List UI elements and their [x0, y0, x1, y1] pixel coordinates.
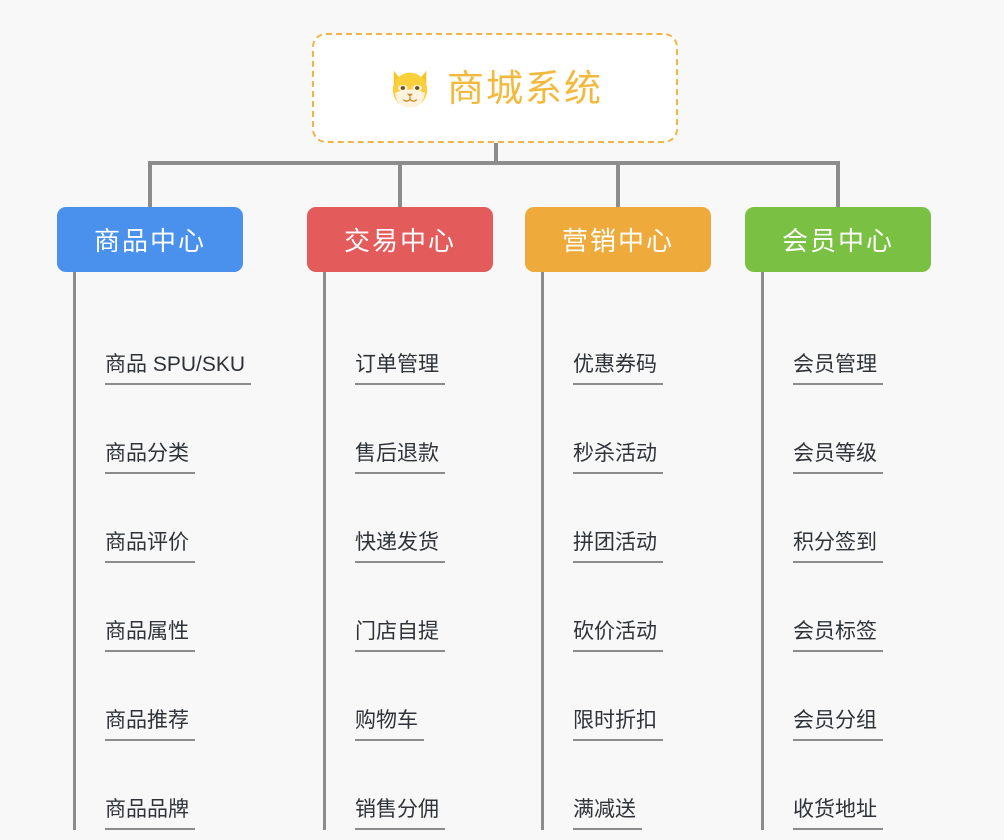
branch-column-4: 会员中心 会员管理 会员等级 积分签到 会员标签 会员分组 收货地址	[745, 207, 931, 830]
list-item[interactable]: 商品属性	[73, 563, 243, 652]
list-item-label: 商品 SPU/SKU	[105, 353, 252, 385]
branch-header-label-1: 商品中心	[93, 226, 206, 256]
connector-drop-4	[836, 161, 840, 207]
list-item[interactable]: 秒杀活动	[541, 385, 711, 474]
list-item[interactable]: 快递发货	[323, 474, 493, 563]
list-item-label: 商品品牌	[105, 798, 195, 830]
list-item-label: 门店自提	[355, 620, 445, 652]
list-item-label: 销售分佣	[355, 798, 445, 830]
branch-spine-1	[73, 272, 76, 830]
list-item-label: 订单管理	[355, 353, 445, 385]
list-item[interactable]: 会员标签	[761, 563, 931, 652]
list-item-label: 商品推荐	[105, 709, 195, 741]
branch-header-4[interactable]: 会员中心	[745, 207, 931, 272]
branch-header-3[interactable]: 营销中心	[525, 207, 711, 272]
list-item-label: 满减送	[573, 798, 642, 830]
list-item-label: 优惠券码	[573, 353, 663, 385]
connector-root-stem	[494, 143, 498, 165]
list-item-label: 会员分组	[793, 709, 883, 741]
branch-items-1: 商品 SPU/SKU 商品分类 商品评价 商品属性 商品推荐 商品品牌	[73, 272, 252, 830]
list-item[interactable]: 商品推荐	[73, 652, 243, 741]
branch-header-label-2: 交易中心	[343, 226, 456, 256]
branch-header-1[interactable]: 商品中心	[57, 207, 243, 272]
branch-column-2: 交易中心 订单管理 售后退款 快递发货 门店自提 购物车 销售分佣	[307, 207, 493, 830]
list-item[interactable]: 购物车	[323, 652, 493, 741]
list-item[interactable]: 门店自提	[323, 563, 493, 652]
list-item-label: 砍价活动	[573, 620, 663, 652]
shiba-dog-face-icon	[387, 65, 433, 111]
list-item[interactable]: 会员管理	[761, 296, 931, 385]
list-item-label: 会员等级	[793, 442, 883, 474]
branch-column-1: 商品中心 商品 SPU/SKU 商品分类 商品评价 商品属性 商品推荐 商品品牌	[57, 207, 252, 830]
connector-horizontal-bus	[148, 161, 840, 165]
list-item-label: 限时折扣	[573, 709, 663, 741]
list-item[interactable]: 商品 SPU/SKU	[73, 296, 252, 385]
list-item-label: 商品分类	[105, 442, 195, 474]
list-item[interactable]: 商品评价	[73, 474, 243, 563]
list-item[interactable]: 限时折扣	[541, 652, 711, 741]
list-item-label: 商品属性	[105, 620, 195, 652]
branch-items-2: 订单管理 售后退款 快递发货 门店自提 购物车 销售分佣	[323, 272, 493, 830]
list-item[interactable]: 商品分类	[73, 385, 243, 474]
list-item-label: 快递发货	[355, 531, 445, 563]
list-item-label: 会员管理	[793, 353, 883, 385]
list-item[interactable]: 收货地址	[761, 741, 931, 830]
list-item[interactable]: 积分签到	[761, 474, 931, 563]
list-item[interactable]: 商品品牌	[73, 741, 243, 830]
branch-spine-3	[541, 272, 544, 830]
branch-spine-4	[761, 272, 764, 830]
branch-column-3: 营销中心 优惠券码 秒杀活动 拼团活动 砍价活动 限时折扣 满减送	[525, 207, 711, 830]
branch-header-label-3: 营销中心	[561, 226, 674, 256]
connector-drop-3	[616, 161, 620, 207]
list-item-label: 售后退款	[355, 442, 445, 474]
list-item-label: 购物车	[355, 709, 424, 741]
connector-drop-1	[148, 161, 152, 207]
list-item-label: 会员标签	[793, 620, 883, 652]
list-item[interactable]: 订单管理	[323, 296, 493, 385]
root-node-title: 商城系统	[447, 67, 603, 109]
branch-spine-2	[323, 272, 326, 830]
list-item[interactable]: 会员等级	[761, 385, 931, 474]
list-item-label: 秒杀活动	[573, 442, 663, 474]
connector-drop-2	[398, 161, 402, 207]
branch-items-3: 优惠券码 秒杀活动 拼团活动 砍价活动 限时折扣 满减送	[541, 272, 711, 830]
list-item[interactable]: 售后退款	[323, 385, 493, 474]
root-node[interactable]: 商城系统	[312, 33, 678, 143]
list-item-label: 拼团活动	[573, 531, 663, 563]
list-item-label: 收货地址	[793, 798, 883, 830]
list-item-label: 积分签到	[793, 531, 883, 563]
branch-header-2[interactable]: 交易中心	[307, 207, 493, 272]
list-item[interactable]: 砍价活动	[541, 563, 711, 652]
list-item[interactable]: 销售分佣	[323, 741, 493, 830]
branch-header-label-4: 会员中心	[781, 226, 894, 256]
list-item[interactable]: 优惠券码	[541, 296, 711, 385]
list-item[interactable]: 满减送	[541, 741, 711, 830]
list-item-label: 商品评价	[105, 531, 195, 563]
branch-items-4: 会员管理 会员等级 积分签到 会员标签 会员分组 收货地址	[761, 272, 931, 830]
list-item[interactable]: 拼团活动	[541, 474, 711, 563]
list-item[interactable]: 会员分组	[761, 652, 931, 741]
